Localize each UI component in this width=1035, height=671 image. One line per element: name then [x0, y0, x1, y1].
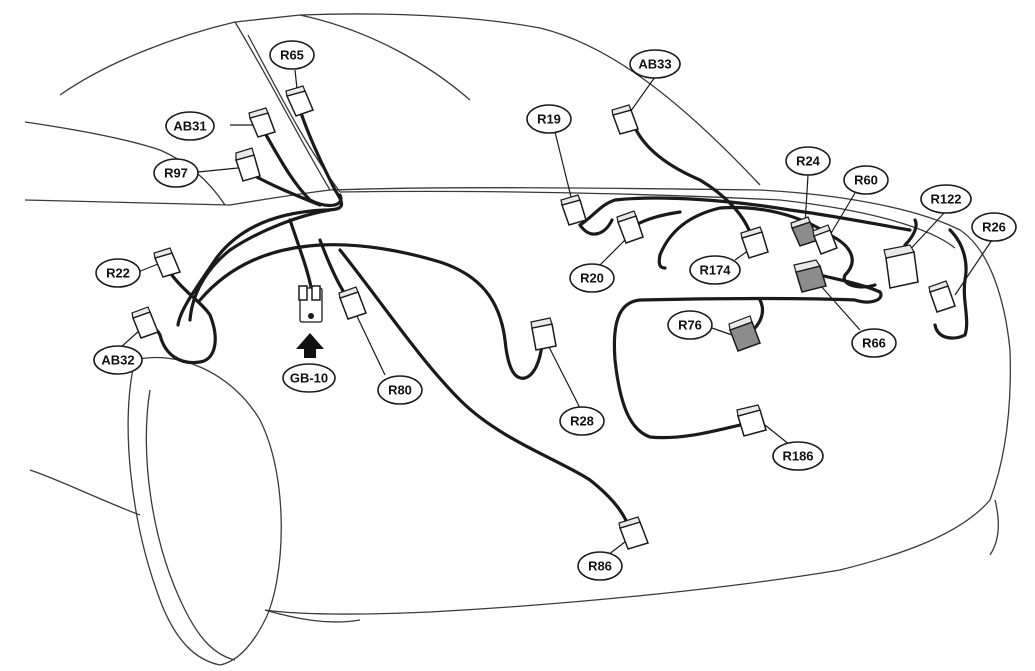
connector-r20	[616, 210, 644, 244]
callout-ab32: AB32	[93, 345, 143, 375]
connector-r122	[883, 244, 919, 289]
callout-r65-text: R65	[280, 48, 304, 63]
ground-point-gb10	[296, 285, 324, 358]
callout-gb10: GB-10	[282, 363, 336, 393]
callout-r174: R174	[689, 255, 741, 285]
callout-r28-text: R28	[570, 414, 594, 429]
callout-r24: R24	[785, 146, 831, 176]
callout-r97-text: R97	[164, 166, 188, 181]
connector-ab33	[611, 104, 639, 135]
callout-r122-text: R122	[930, 192, 961, 207]
connectors	[131, 85, 956, 550]
callout-r122: R122	[920, 184, 972, 214]
connector-r60	[812, 224, 838, 255]
connector-r76	[728, 315, 761, 352]
callout-r24-text: R24	[796, 154, 821, 169]
callout-r66-text: R66	[862, 336, 886, 351]
callout-r65: R65	[269, 40, 315, 70]
harness-wires	[146, 108, 969, 532]
callout-r186: R186	[772, 441, 824, 471]
callout-ab32-text: AB32	[101, 353, 134, 368]
callout-labels: R65 AB31 R97 R22 AB32 GB-10 R80 R19	[93, 40, 1017, 581]
callout-r174-text: R174	[699, 263, 731, 278]
leader-lines	[119, 69, 993, 556]
callout-ab31: AB31	[165, 111, 215, 141]
connector-r80	[338, 286, 367, 320]
callout-r186-text: R186	[782, 449, 813, 464]
callout-r66: R66	[851, 328, 897, 358]
callout-ab31-text: AB31	[173, 119, 206, 134]
connector-r86	[618, 516, 649, 550]
callout-r60-text: R60	[854, 173, 878, 188]
callout-r76-text: R76	[678, 318, 702, 333]
callout-r86-text: R86	[588, 559, 612, 574]
vehicle-body-outline	[24, 13, 1011, 666]
callout-r20: R20	[569, 263, 615, 293]
connector-ab31	[248, 107, 276, 138]
callout-r22-text: R22	[106, 266, 130, 281]
connector-r22	[153, 247, 182, 278]
callout-r97: R97	[153, 158, 199, 188]
connector-ab32	[131, 306, 159, 339]
callout-ab33: AB33	[629, 49, 681, 79]
connector-r174	[740, 226, 769, 259]
callout-r20-text: R20	[580, 271, 604, 286]
callout-r28: R28	[559, 406, 605, 436]
callout-ab33-text: AB33	[638, 57, 671, 72]
connector-r26	[928, 280, 956, 313]
callout-r80-text: R80	[388, 383, 412, 398]
connector-r19	[560, 194, 587, 226]
connector-r97	[235, 147, 261, 182]
callout-r86: R86	[577, 551, 623, 581]
callout-gb10-text: GB-10	[290, 371, 328, 386]
callout-r26: R26	[971, 212, 1017, 242]
connector-r186	[736, 404, 767, 437]
connector-r28	[530, 317, 557, 351]
callout-r60: R60	[843, 165, 889, 195]
connector-r65	[285, 85, 315, 117]
callout-r76: R76	[667, 310, 713, 340]
arrow-up-icon	[296, 333, 324, 358]
callout-r80: R80	[377, 375, 423, 405]
callout-r26-text: R26	[982, 220, 1006, 235]
callout-r19: R19	[526, 104, 572, 134]
callout-r22: R22	[95, 258, 141, 288]
connector-r24	[790, 216, 820, 247]
connector-r66	[793, 259, 827, 293]
callout-r19-text: R19	[537, 112, 561, 127]
